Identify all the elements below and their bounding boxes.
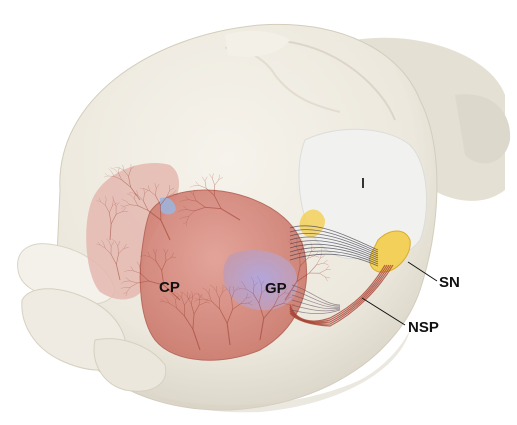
label-sn: SN bbox=[439, 274, 460, 291]
thalamus-dot bbox=[362, 178, 364, 188]
label-nsp: NSP bbox=[408, 319, 439, 336]
label-cp: CP bbox=[159, 279, 180, 296]
label-gp: GP bbox=[265, 280, 287, 297]
